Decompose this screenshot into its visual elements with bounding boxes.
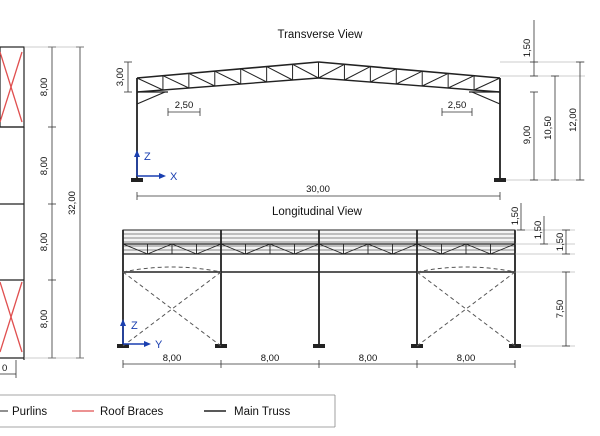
transverse-eave-height-dim: 9,00 <box>522 126 533 145</box>
transverse-truss-diagonal <box>240 68 267 83</box>
longitudinal-axis-triad: Z Y <box>120 319 163 351</box>
transverse-top-chord-right <box>318 61 501 79</box>
longitudinal-truss-diagonal <box>416 243 442 255</box>
longitudinal-axis-y: Y <box>155 339 163 351</box>
longitudinal-brace-left-2 <box>122 271 222 347</box>
longitudinal-truss-diagonal <box>367 243 393 255</box>
longitudinal-truss-diagonal <box>441 243 467 255</box>
longitudinal-truss-diagonal <box>122 243 148 255</box>
longitudinal-view: Longitudinal View 8,00 8,00 8,00 8,00 <box>117 203 575 368</box>
longitudinal-truss-diagonal <box>294 243 320 255</box>
longitudinal-truss-diagonal <box>269 243 295 255</box>
transverse-truss-diagonal <box>421 72 449 87</box>
transverse-truss-diagonal <box>214 70 241 85</box>
side-bay-dim-3: 8,00 <box>39 233 50 252</box>
transverse-right-base <box>494 178 506 182</box>
legend: Purlins Roof Braces Main Truss <box>0 394 336 428</box>
transverse-truss-diagonal <box>447 75 475 89</box>
side-brace-bottom-2 <box>0 281 23 353</box>
transverse-truss-diagonal <box>344 66 371 81</box>
transverse-haunch-left-dim: 2,50 <box>175 100 194 111</box>
side-bottom-cut-label: 0 <box>2 363 7 374</box>
transverse-left-base <box>131 178 143 182</box>
longitudinal-top-dim-3: 1,50 <box>555 233 566 252</box>
transverse-truss-height-dim: 10,50 <box>543 116 554 140</box>
longitudinal-title: Longitudinal View <box>272 206 363 218</box>
longitudinal-brace-height-dim: 7,50 <box>555 300 566 319</box>
side-total-dim: 32,00 <box>67 191 78 215</box>
transverse-truss-diagonal <box>162 75 190 89</box>
longitudinal-truss-diagonal <box>171 243 197 255</box>
longitudinal-bay-dim-2: 8,00 <box>261 353 280 364</box>
side-bay-dim-1: 8,00 <box>39 78 50 97</box>
side-brace-top-2 <box>0 51 23 123</box>
transverse-truss-diagonal <box>188 72 216 87</box>
longitudinal-brace-left-1 <box>122 271 222 347</box>
transverse-truss-diagonal <box>396 70 423 85</box>
transverse-axis-z: Z <box>144 151 151 163</box>
longitudinal-truss-diagonal <box>392 243 418 255</box>
transverse-truss-diagonal <box>136 77 164 91</box>
transverse-truss <box>136 61 501 93</box>
legend-main-truss-label: Main Truss <box>234 406 290 418</box>
transverse-truss-diagonal <box>370 68 397 83</box>
longitudinal-truss-diagonal <box>245 243 271 255</box>
longitudinal-truss-diagonal <box>220 243 246 255</box>
transverse-ridge-height-dim: 12,00 <box>568 108 579 132</box>
longitudinal-bay-dim-4: 8,00 <box>457 353 476 364</box>
longitudinal-top-dim-1: 1,50 <box>510 207 521 226</box>
side-bay-dim-4: 8,00 <box>39 310 50 329</box>
legend-roof-braces-label: Roof Braces <box>100 406 164 418</box>
legend-purlins-label: Purlins <box>12 406 47 418</box>
side-view: 8,00 8,00 8,00 8,00 32,00 0 <box>0 46 84 378</box>
transverse-truss-diagonal <box>292 63 319 79</box>
transverse-truss-diagonal <box>266 66 293 81</box>
longitudinal-column-base <box>313 344 325 348</box>
longitudinal-axis-z: Z <box>131 320 138 332</box>
longitudinal-bay-dim-3: 8,00 <box>359 353 378 364</box>
transverse-axis-x: X <box>170 171 178 183</box>
longitudinal-bay-dim-1: 8,00 <box>163 353 182 364</box>
longitudinal-truss-diagonal <box>147 243 173 255</box>
transverse-view: Transverse View 2,50 2,50 3,00 30,00 <box>115 20 585 200</box>
transverse-ridge-dim: 1,50 <box>522 39 533 58</box>
transverse-apex-rise-dim: 3,00 <box>115 68 126 87</box>
transverse-axis-triad: Z X <box>134 150 178 183</box>
transverse-bottom-chord-right <box>318 77 501 93</box>
transverse-haunch-right-dim: 2,50 <box>448 100 467 111</box>
transverse-truss-diagonal <box>473 77 501 91</box>
transverse-top-chord-left <box>136 61 319 79</box>
longitudinal-truss-diagonal <box>465 243 491 255</box>
longitudinal-truss-diagonal <box>318 243 344 255</box>
transverse-span-dim: 30,00 <box>306 184 330 195</box>
transverse-bottom-chord-left <box>136 77 319 93</box>
transverse-truss-diagonal <box>318 63 345 79</box>
longitudinal-truss-diagonal <box>343 243 369 255</box>
side-bay-dim-2: 8,00 <box>39 157 50 176</box>
longitudinal-top-dim-2: 1,50 <box>533 221 544 240</box>
longitudinal-truss-diagonal <box>490 243 516 255</box>
transverse-title: Transverse View <box>277 29 363 41</box>
longitudinal-truss-diagonal <box>196 243 222 255</box>
